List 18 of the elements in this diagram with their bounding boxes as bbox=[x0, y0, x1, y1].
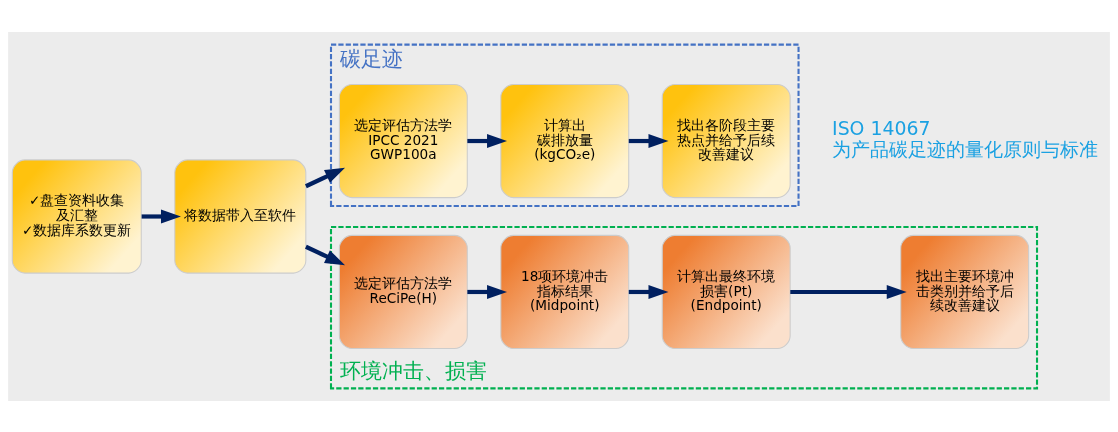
arrow bbox=[628, 133, 669, 148]
arrow bbox=[467, 133, 507, 148]
node-box: 选定评估方法学 ReCiPe(H) bbox=[338, 234, 468, 349]
node-box: 将数据带入至软件 bbox=[174, 158, 307, 274]
node-box: 找出各阶段主要热点并给予后续改善建议 bbox=[661, 83, 791, 198]
arrow bbox=[305, 167, 346, 188]
arrow bbox=[141, 209, 181, 223]
arrow bbox=[628, 284, 669, 299]
arrow bbox=[467, 284, 507, 299]
node-box: 计算出 碳排放量 (kgCO₂e) bbox=[500, 83, 630, 198]
label: ISO 14067 为产品碳足迹的量化原则与标准 bbox=[832, 116, 1099, 160]
node-box: ✓盘查资料收集及汇整 ✓数据库系数更新 bbox=[11, 158, 142, 274]
node-box: 选定评估方法学 IPCC 2021 GWP100a bbox=[338, 83, 468, 198]
node-box: 计算出最终环境损害(Pt) (Endpoint) bbox=[661, 234, 791, 349]
node-box: 18项环境冲击指标结果 (Midpoint) bbox=[500, 234, 630, 349]
node-box: 找出主要环境冲击类别并给予后续改善建议 bbox=[900, 234, 1030, 349]
arrow bbox=[305, 244, 346, 265]
arrow bbox=[790, 284, 907, 299]
